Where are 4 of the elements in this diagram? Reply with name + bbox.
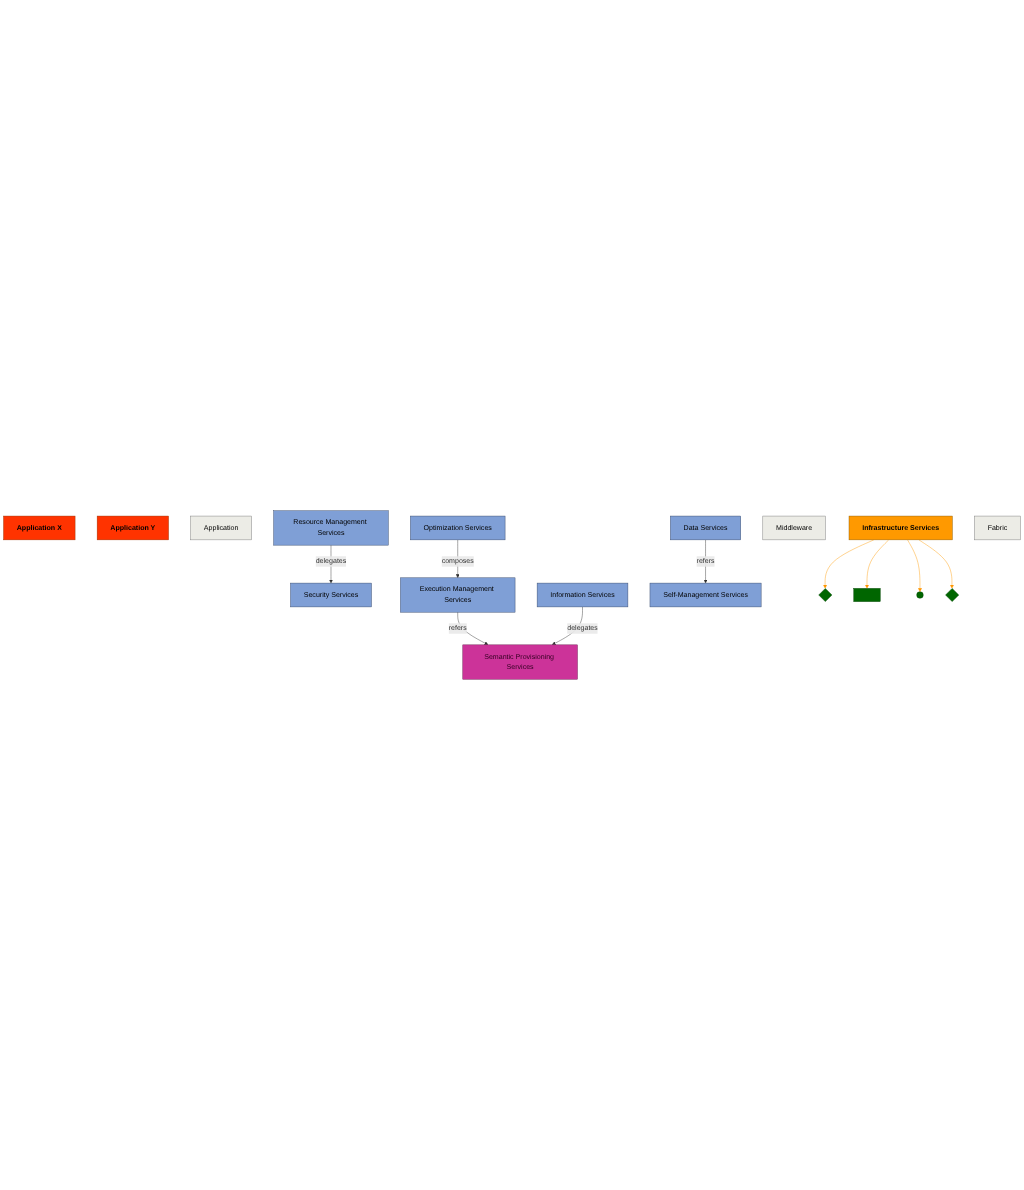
node-circle [916, 591, 924, 599]
node-diamond [945, 588, 959, 602]
node-box [853, 588, 881, 602]
node-diamond [818, 588, 833, 602]
